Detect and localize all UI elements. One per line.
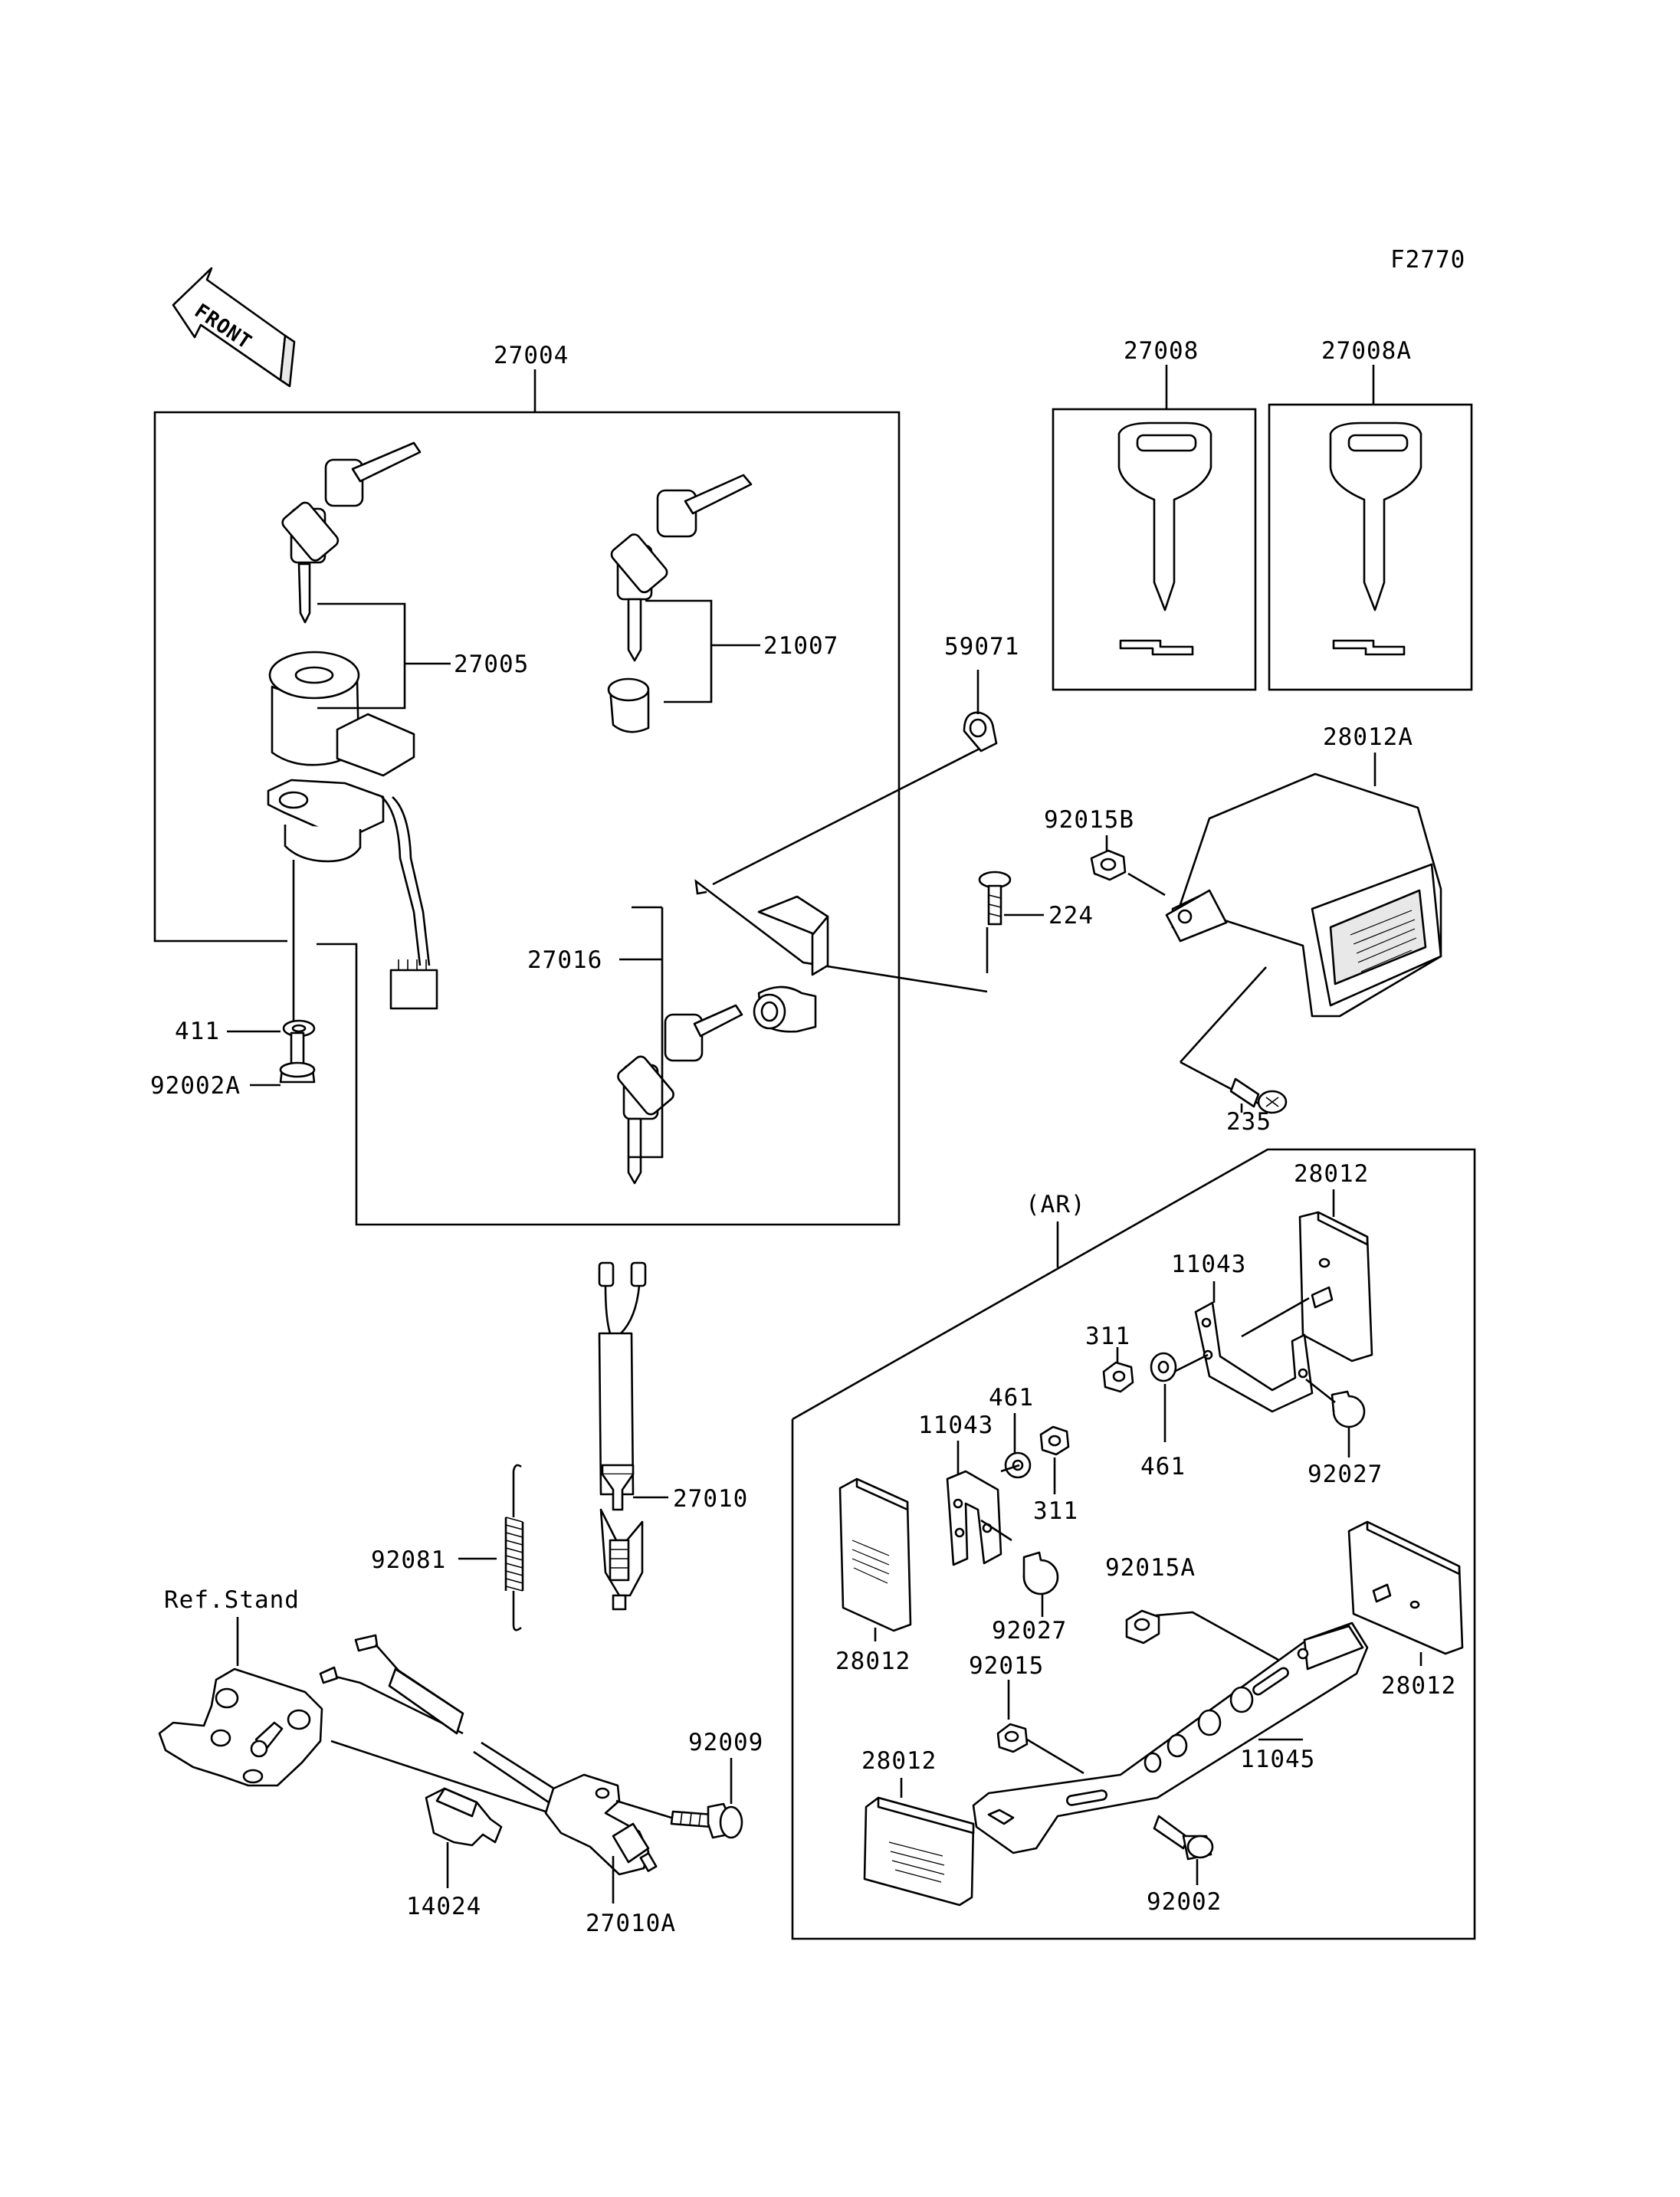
ignition-kit-box <box>153 411 901 1226</box>
lock-assembly-27016-drawing <box>617 743 988 1185</box>
side-stand-bracket-drawing <box>158 1667 323 1787</box>
key-27008-drawing <box>1117 421 1212 656</box>
label-311-b: 311 <box>1033 1497 1078 1525</box>
label-27005: 27005 <box>454 651 529 678</box>
label-11043-b: 11043 <box>918 1412 993 1439</box>
bolt-92009-drawing <box>670 1802 743 1839</box>
figure-code: F2770 <box>1390 246 1465 274</box>
reflector-28012-a-drawing <box>1298 1211 1373 1362</box>
label-27010: 27010 <box>673 1485 748 1513</box>
label-461-b: 461 <box>1140 1453 1186 1481</box>
reflector-28012-c-drawing <box>1347 1520 1464 1655</box>
key-27008-box <box>1052 408 1257 691</box>
label-311-a: 311 <box>1085 1323 1130 1350</box>
label-92015B: 92015B <box>1044 806 1134 834</box>
label-28012-d: 28012 <box>861 1747 937 1775</box>
bracket-11043-a-drawing <box>1194 1301 1314 1413</box>
label-92015A: 92015A <box>1105 1554 1196 1582</box>
side-stand-switch-27010a-drawing <box>319 1634 658 1876</box>
label-92027-b: 92027 <box>992 1617 1067 1644</box>
label-92009: 92009 <box>688 1729 763 1756</box>
label-11045: 11045 <box>1240 1746 1315 1773</box>
ref-stand-note: Ref.Stand <box>164 1586 300 1614</box>
label-235: 235 <box>1226 1108 1271 1136</box>
label-92081: 92081 <box>371 1546 446 1574</box>
label-28012A: 28012A <box>1323 723 1413 751</box>
bolt-92002a-drawing <box>279 1031 316 1084</box>
ar-note: (AR) <box>1025 1191 1086 1218</box>
label-59071: 59071 <box>944 633 1019 661</box>
label-92015: 92015 <box>969 1652 1044 1680</box>
neutral-switch-27010-drawing <box>598 1261 647 1611</box>
key-set-21007-drawing <box>607 474 753 733</box>
label-224: 224 <box>1048 902 1094 930</box>
key-27008a-box <box>1268 403 1473 691</box>
bracket-11045-drawing <box>972 1622 1369 1854</box>
clamp-59071-drawing <box>963 711 998 753</box>
ignition-switch-drawing <box>267 651 438 1010</box>
bolt-92002-drawing <box>1153 1815 1214 1861</box>
reflector-28012-b-drawing <box>838 1477 912 1632</box>
ignition-key-set-drawing <box>281 441 422 624</box>
spring-92081-drawing <box>504 1464 524 1631</box>
screw-224-drawing <box>978 871 1012 926</box>
label-411: 411 <box>175 1018 220 1045</box>
front-arrow-icon: FRONT <box>172 267 296 388</box>
label-21007: 21007 <box>763 632 838 660</box>
label-27008: 27008 <box>1124 337 1199 365</box>
screw-235-drawing <box>1229 1077 1288 1114</box>
label-92002: 92002 <box>1147 1888 1222 1916</box>
label-461-a: 461 <box>989 1384 1034 1412</box>
label-11043-a: 11043 <box>1171 1251 1246 1278</box>
label-28012-c: 28012 <box>1381 1672 1456 1700</box>
reflector-28012a-drawing <box>1165 772 1442 1018</box>
label-27008A: 27008A <box>1321 337 1412 365</box>
ar-reflector-kit-box <box>791 1148 1476 1940</box>
key-27008a-drawing <box>1329 421 1422 656</box>
label-14024: 14024 <box>406 1893 481 1920</box>
reflector-28012-d-drawing <box>863 1796 975 1907</box>
label-28012-b: 28012 <box>835 1648 911 1675</box>
label-27016: 27016 <box>527 946 602 974</box>
bracket-11043-b-drawing <box>946 1470 1002 1566</box>
switch-cover-14024-drawing <box>425 1787 503 1847</box>
label-27004: 27004 <box>494 342 569 369</box>
label-27010A: 27010A <box>586 1910 676 1937</box>
label-28012-a: 28012 <box>1294 1160 1369 1188</box>
label-92027-a: 92027 <box>1308 1461 1383 1488</box>
label-92002A: 92002A <box>150 1072 241 1100</box>
